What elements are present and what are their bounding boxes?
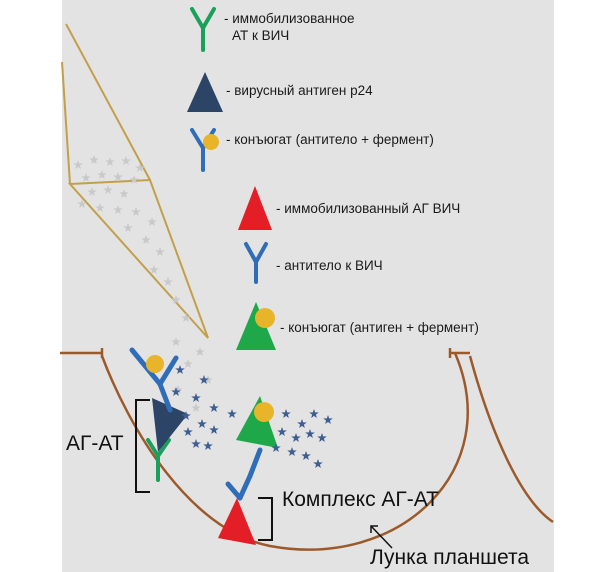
legend-immobilized-ag-label: - иммобилизованный АГ ВИЧ xyxy=(276,201,461,216)
pipette-tip xyxy=(61,23,209,339)
legend-immobilized-antigen-icon xyxy=(238,186,272,230)
well-arrow xyxy=(370,525,393,549)
well-wall xyxy=(60,348,554,551)
left-complex-green-antibody xyxy=(146,438,171,482)
complex-label: Комплекс АГ-АТ xyxy=(282,488,439,511)
legend-hiv-antibody-icon xyxy=(244,242,268,284)
legend-immobilized-at-line1: - иммобилизованное xyxy=(224,11,355,26)
left-complex-antigen xyxy=(152,398,188,452)
legend-conjugate-antibody-label: - конъюгат (антитело + фермент) xyxy=(226,132,434,147)
legend-conjugate-antibody-icon xyxy=(190,128,219,172)
legend-conjugate-antigen-label: - конъюгат (антиген + фермент) xyxy=(280,320,479,335)
complex-bracket xyxy=(258,497,273,541)
right-complex-conjugate-antigen xyxy=(236,396,278,448)
legend-conjugate-antigen-icon xyxy=(236,302,276,350)
legend-hiv-antibody-label: - антитело к ВИЧ xyxy=(276,258,383,273)
well-label: Лунка планшета xyxy=(370,546,530,569)
right-complex-red-antigen xyxy=(218,498,256,545)
left-complex-conjugate-antibody xyxy=(129,347,179,413)
ag-at-label: АГ-АТ xyxy=(66,432,124,455)
legend-viral-antigen-icon xyxy=(187,72,223,112)
right-complex-antibody xyxy=(225,447,263,501)
ag-at-bracket xyxy=(135,399,150,493)
legend-immobilized-antibody-icon xyxy=(190,7,216,52)
legend-viral-antigen-label: - вирусный антиген р24 xyxy=(226,83,373,98)
diagram-background xyxy=(62,0,554,572)
legend-immobilized-at-line2: АТ к ВИЧ xyxy=(232,28,290,43)
